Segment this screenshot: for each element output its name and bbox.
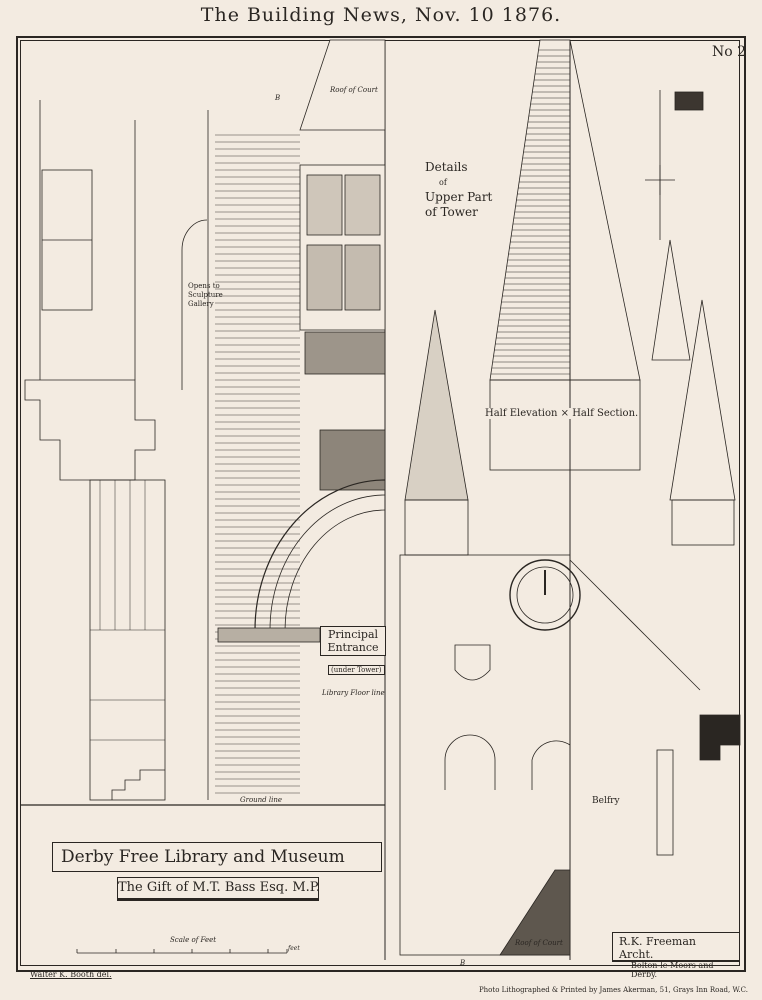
scale-bar <box>76 949 288 954</box>
sculpture-gallery-note: Opens to Sculpture Gallery <box>188 282 223 308</box>
printer-credit: Photo Lithographed & Printed by James Ak… <box>478 986 748 994</box>
details-line: Details <box>425 160 468 174</box>
roof-of-court-label: Roof of Court <box>329 86 378 94</box>
half-elevation-label: Half Elevation × Half Section. <box>485 408 639 419</box>
plate-frame <box>16 36 746 972</box>
tower-elevation <box>399 39 741 960</box>
plate-number: No 2 <box>712 44 747 60</box>
left-wall-section <box>20 100 385 806</box>
principal-entrance-label: Principal Entrance <box>320 626 386 656</box>
details-line: of Tower <box>425 205 478 219</box>
scale-end-label: feet <box>288 945 300 952</box>
details-line: of <box>439 178 447 187</box>
library-floor-label: Library Floor line <box>321 689 385 697</box>
architect-box: R.K. Freeman Archt. Bolton-le-Moors and … <box>612 932 740 979</box>
details-line: Upper Part <box>425 190 493 204</box>
architect-name: R.K. Freeman Archt. <box>619 935 696 961</box>
section-mark-bottom: B <box>459 959 465 967</box>
roof-of-court-bottom-label: Roof of Court <box>514 939 563 947</box>
gift-banner: The Gift of M.T. Bass Esq. M.P. <box>117 877 320 901</box>
ground-line-label: Ground line <box>240 796 282 804</box>
belfry-label: Belfry <box>592 796 620 806</box>
scale-label: Scale of Feet <box>170 936 217 944</box>
entrance-elevation <box>181 39 386 960</box>
title-banner: Derby Free Library and Museum <box>52 842 382 872</box>
delineator-signature: Walter K. Booth del. <box>30 970 112 979</box>
architect-place: Bolton-le-Moors and Derby. <box>631 961 714 979</box>
publication-header: The Building News, Nov. 10 1876. <box>200 4 562 26</box>
section-mark-top: B <box>274 94 280 102</box>
details-heading: Details of Upper Part of Tower <box>425 160 492 220</box>
under-tower-label: (under Tower) <box>328 665 385 675</box>
